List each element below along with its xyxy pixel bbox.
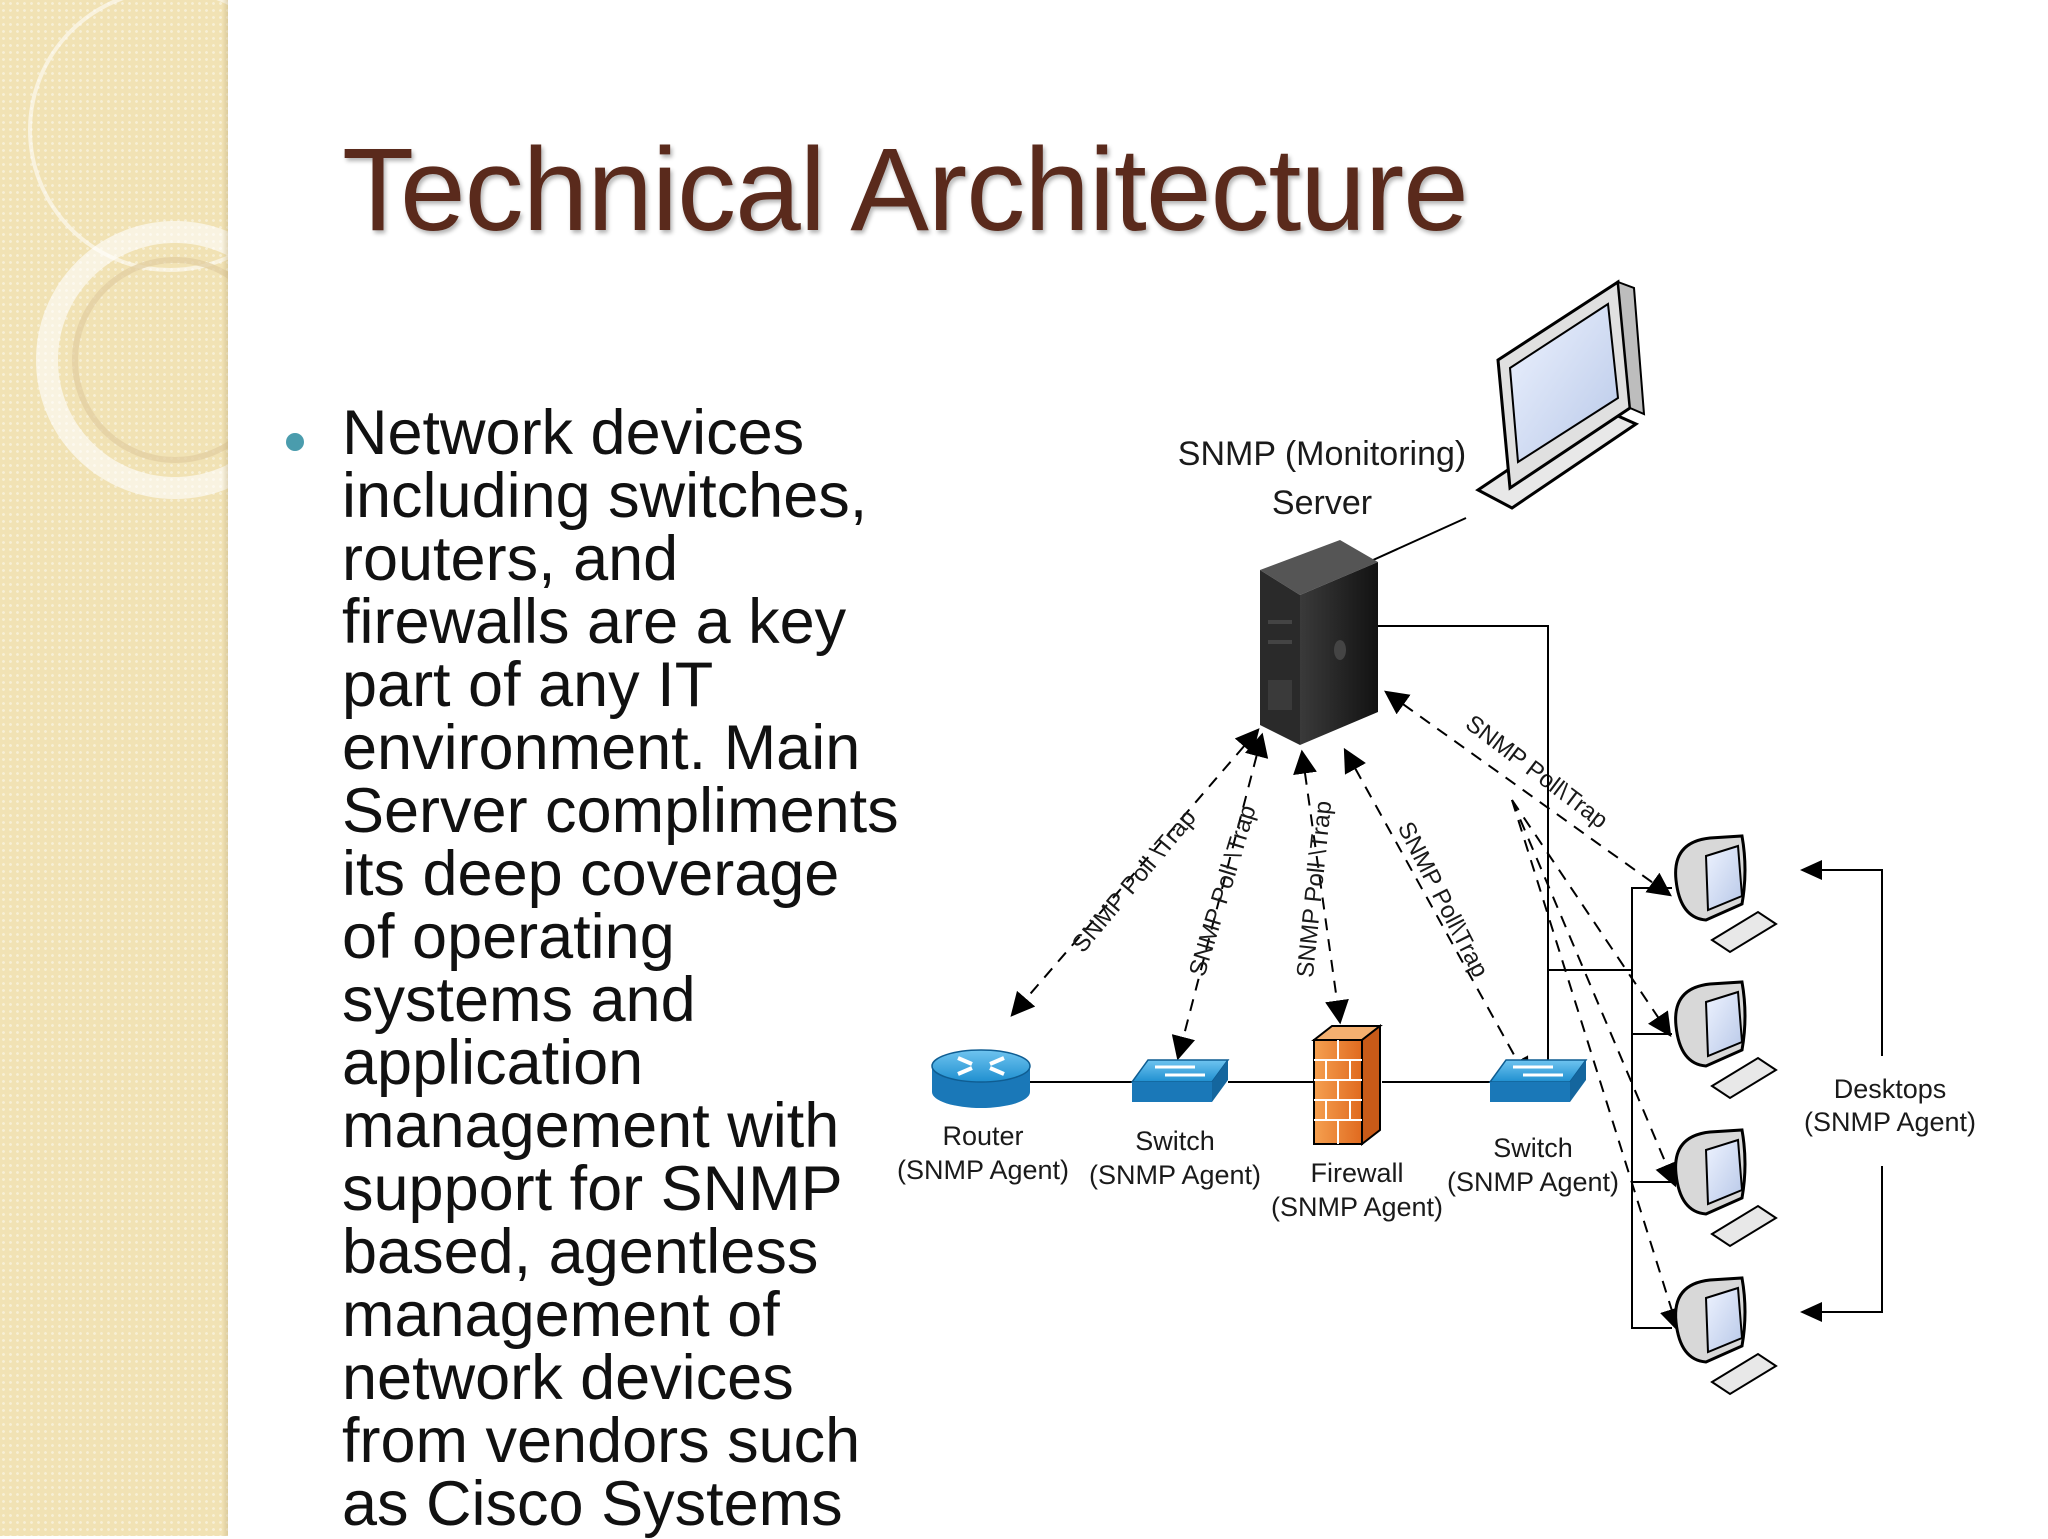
server-label-line1: SNMP (Monitoring)	[1178, 435, 1466, 473]
link-desktop-1	[1384, 690, 1672, 897]
switch1-name: Switch	[1135, 1126, 1215, 1156]
link-switch1	[1171, 732, 1269, 1061]
switch-icon	[1488, 1059, 1588, 1102]
switch2-name: Switch	[1493, 1133, 1573, 1163]
desktop-icon	[1674, 834, 1778, 954]
firewall-name: Firewall	[1310, 1158, 1403, 1188]
desktop-icon	[1674, 980, 1778, 1100]
desktops-bracket	[1802, 869, 1883, 1313]
solid-network-links	[1030, 625, 1672, 1329]
desktops-role: (SNMP Agent)	[1804, 1107, 1976, 1137]
link-label-desktops: SNMP Poll\Trap	[1460, 710, 1613, 834]
monitor-icon	[1475, 279, 1646, 510]
router-role: (SNMP Agent)	[897, 1155, 1069, 1185]
decorative-rings	[28, 0, 228, 499]
bullet-text: Network devices including switches, rout…	[342, 398, 899, 1539]
router-name: Router	[942, 1121, 1023, 1151]
router-icon	[931, 1049, 1031, 1108]
link-desktop-4	[1511, 799, 1683, 1333]
link-label-router: SNMP Poll \Trap	[1067, 805, 1202, 958]
link-label-firewall: SNMP Poll \Trap	[1292, 800, 1337, 979]
desktop-icon	[1674, 1128, 1778, 1248]
firewall-role: (SNMP Agent)	[1271, 1192, 1443, 1222]
switch-icon	[1130, 1059, 1230, 1102]
bracket-arrow-top	[1800, 860, 1822, 880]
link-desktop-3	[1511, 799, 1678, 1188]
decorative-side-strip	[0, 0, 228, 1536]
slide-title: Technical Architecture	[342, 124, 1469, 256]
link-desktop-2	[1511, 799, 1672, 1037]
link-firewall	[1293, 749, 1349, 1025]
bullet-marker	[286, 433, 304, 451]
firewall-icon	[1311, 1023, 1383, 1147]
desktops-name: Desktops	[1834, 1074, 1947, 1104]
bracket-arrow-bottom	[1800, 1302, 1822, 1322]
desktop-icon	[1674, 1276, 1778, 1396]
link-label-switch2: SNMP Poll\Trap	[1392, 817, 1494, 981]
switch2-role: (SNMP Agent)	[1447, 1167, 1619, 1197]
server-label-line2: Server	[1272, 484, 1372, 522]
switch1-role: (SNMP Agent)	[1089, 1160, 1261, 1190]
server-icon	[1260, 540, 1378, 745]
